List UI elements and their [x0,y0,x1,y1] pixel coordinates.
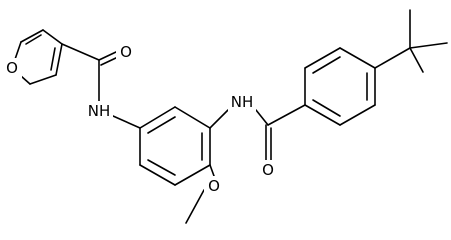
tbu-ring-bond-6 [304,104,341,126]
benzamide-bond-ring-n [209,109,229,129]
tbu-ring-inner-3 [312,99,341,117]
molecule-figure: O O NH NH O O [3,9,448,224]
benzamide-bond-n-c [255,109,269,126]
furan-oxygen-label: O [6,59,18,77]
methoxy-bond-ring-o [209,164,215,177]
atom-labels: O O NH NH O O [3,42,278,196]
furan-oxygen: O [3,58,22,78]
furan-bond-c2-c1 [29,74,57,85]
furan-bond-c4-c3 [42,29,63,45]
tbu-bond-methyl-right [409,42,448,49]
furanamide-nh: NH [85,101,113,121]
benzamide-nh: NH [228,92,256,112]
benzamide-bond-c-ring [267,104,306,126]
tbu-bond-methyl-down [409,47,424,73]
furan-bond-c3-c2-inner [50,47,56,71]
central-ring-bond-1 [139,106,176,129]
furan-bond-c4-c4-inner [25,34,42,45]
central-ring-bond-4 [174,164,211,186]
furan-bond-c3-c2 [55,43,63,76]
furanamide-bond-c-o-2 [100,56,119,66]
tbu-ring-inner-1 [312,56,341,74]
tbu-bond-ring-c [374,47,411,69]
central-ring-bond-2 [174,106,211,129]
benzamide-carbonyl-oxygen-label: O [262,161,274,179]
methoxy-oxygen: O [204,176,224,196]
tbu-ring-bond-2 [304,47,341,69]
tbu-ring-bond-5 [339,104,376,126]
furan-bond-c5-c4 [20,29,44,43]
methoxy-oxygen-label: O [208,177,220,195]
benzamide-nh-label: NH [231,93,254,111]
furanamide-carbonyl-oxygen: O [116,42,136,62]
furanamide-bond-n-ring [112,115,141,129]
central-ring-inner-3 [147,159,176,176]
methoxy-bond-o-ch3 [185,189,205,224]
furanamide-carbonyl-oxygen-label: O [120,43,132,61]
bond-lines [11,9,448,224]
molecule-structure: O O NH NH O O [3,9,448,224]
furanamide-bond-c-o-1 [98,51,117,61]
central-ring-inner-1 [147,116,176,134]
benzamide-carbonyl-oxygen: O [258,160,278,180]
furanamide-bond-c-ring [61,43,100,61]
tbu-ring-bond-3 [339,47,376,69]
furanamide-nh-label: NH [88,102,111,120]
central-ring-bond-5 [139,164,176,186]
